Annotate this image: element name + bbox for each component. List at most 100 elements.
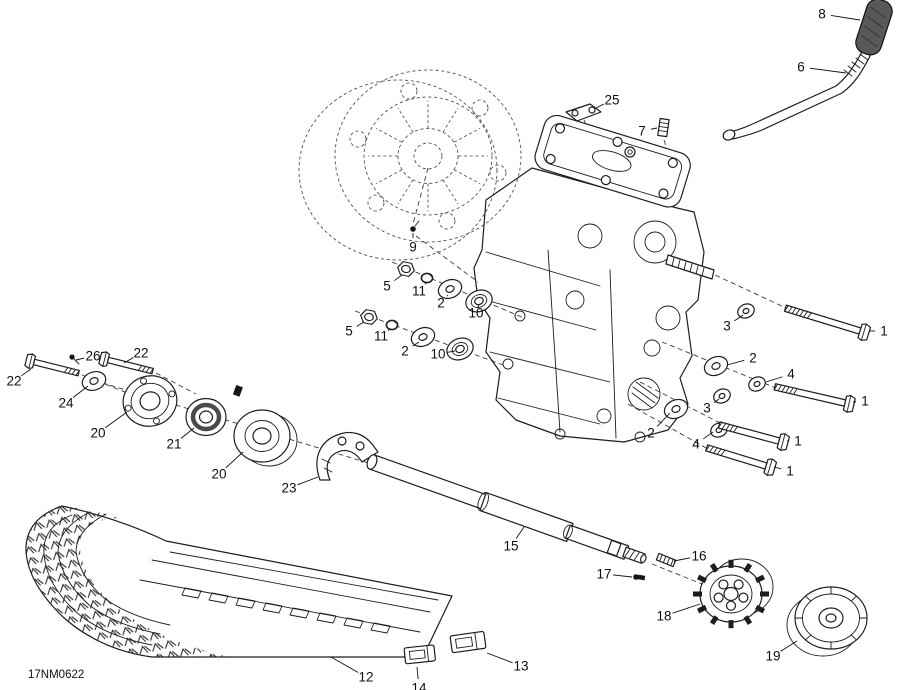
part-number-label: 26 <box>85 349 100 364</box>
leader-line <box>656 412 671 427</box>
screw-17 <box>633 574 646 581</box>
callout-16: 16 <box>673 549 707 564</box>
callout-4: 4 <box>692 431 714 452</box>
leader-line <box>446 350 456 353</box>
callout-11: 11 <box>374 328 391 344</box>
hub-20-front <box>122 375 178 427</box>
track-windows <box>181 587 391 634</box>
screw-26 <box>69 354 80 365</box>
callout-2: 2 <box>401 341 420 359</box>
leader-line <box>595 103 605 109</box>
part-number-label: 3 <box>723 319 731 334</box>
callout-3: 3 <box>723 314 744 334</box>
bolt-1 <box>782 299 872 343</box>
leader-line <box>713 398 720 403</box>
part-number-label: 13 <box>513 659 528 674</box>
part-number-label: 17 <box>596 567 611 582</box>
clip-14 <box>403 644 436 665</box>
part-number-label: 20 <box>90 426 105 441</box>
leader-line <box>673 557 691 562</box>
part-number-label: 2 <box>647 426 655 441</box>
callout-20: 20 <box>211 451 244 482</box>
flywheel-phantom <box>298 69 522 261</box>
leader-line <box>650 127 658 130</box>
leader-line <box>297 476 319 486</box>
part-number-label: 2 <box>437 296 445 311</box>
leader-line <box>75 357 85 361</box>
leader-line <box>416 666 419 680</box>
leader-line <box>477 304 480 308</box>
sprocket <box>693 558 774 629</box>
bolt-1 <box>772 377 857 414</box>
callout-5: 5 <box>383 274 403 294</box>
leader-line <box>356 321 365 327</box>
leader-line <box>180 427 195 439</box>
part-number-label: 15 <box>503 539 518 554</box>
bolt-1 <box>703 439 778 478</box>
callout-2: 2 <box>437 294 449 311</box>
lock-washer-11 <box>385 319 399 331</box>
part-number-label: 8 <box>818 7 826 22</box>
leader-line <box>672 603 701 614</box>
sprocket-teeth <box>693 559 769 629</box>
wheel-rim-hatch <box>794 586 868 650</box>
callout-12: 12 <box>330 656 374 685</box>
part-number-label: 21 <box>166 437 181 452</box>
callout-1: 1 <box>869 324 888 339</box>
leader-line <box>21 368 32 377</box>
callout-1: 1 <box>773 464 794 479</box>
part-number-label: 11 <box>412 284 426 299</box>
engine-block <box>473 114 715 443</box>
callout-6: 6 <box>797 60 847 75</box>
part-number-label: 3 <box>703 401 711 416</box>
leader-line <box>393 274 403 282</box>
leader-line <box>765 376 783 383</box>
part-number-label: 14 <box>411 681 427 690</box>
key <box>232 384 243 397</box>
leader-line <box>72 385 89 398</box>
part-number-label: 22 <box>133 346 148 361</box>
callout-10: 10 <box>468 304 484 321</box>
starter-handle <box>722 0 893 141</box>
roll-pin-16 <box>655 552 677 568</box>
handle-thread-hatch <box>843 53 869 77</box>
callout-11: 11 <box>412 282 427 299</box>
lock-washer-11 <box>420 272 434 284</box>
part-number-label: 20 <box>211 467 226 482</box>
callout-5: 5 <box>345 321 365 339</box>
leader-line <box>123 357 134 364</box>
callout-4: 4 <box>765 367 795 383</box>
diagram-code: 17NM0622 <box>28 669 84 681</box>
part-number-label: 9 <box>409 240 417 255</box>
clip-13 <box>449 630 487 654</box>
leader-line <box>387 328 391 331</box>
leader-line <box>225 451 244 469</box>
part-number-label: 25 <box>604 93 619 108</box>
leader-line <box>830 14 861 21</box>
hub-20-rear <box>233 409 298 467</box>
part-number-label: 18 <box>656 609 671 624</box>
callout-2: 2 <box>647 412 671 441</box>
leader-line <box>773 466 782 470</box>
callout-9: 9 <box>409 233 417 255</box>
leader-line <box>780 640 798 652</box>
leader-line <box>612 574 633 578</box>
callout-22: 22 <box>123 346 149 364</box>
part-number-label: 1 <box>861 394 869 409</box>
part-number-label: 19 <box>765 649 780 664</box>
leader-line <box>726 359 745 366</box>
callout-17: 17 <box>596 567 633 582</box>
leader-line <box>515 526 525 539</box>
callout-1: 1 <box>787 434 802 449</box>
callout-1: 1 <box>852 394 869 409</box>
callout-19: 19 <box>765 640 798 664</box>
part-number-label: 5 <box>383 279 391 294</box>
callout-24: 24 <box>58 385 89 411</box>
callout-13: 13 <box>486 652 529 674</box>
callout-22: 22 <box>6 368 32 389</box>
washer-2 <box>700 352 732 380</box>
left-hub-assembly <box>23 350 379 481</box>
part-number-label: 1 <box>880 324 888 339</box>
